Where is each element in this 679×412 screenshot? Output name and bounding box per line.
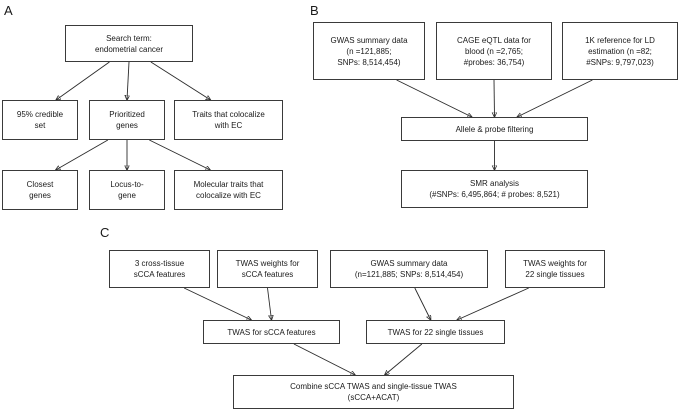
- edge-1kref-to-filtering: [517, 79, 593, 117]
- node-twas-weights-scca-features: TWAS weights for sCCA features: [217, 250, 318, 288]
- node-search-term: Search term: endometrial cancer: [65, 25, 193, 62]
- edge-weights-scca-to-twas-scca: [267, 287, 272, 320]
- node-locus-to-gene: Locus-to- gene: [89, 170, 165, 210]
- node-twas-for-22-single-tissues: TWAS for 22 single tissues: [366, 320, 505, 344]
- node-smr-analysis: SMR analysis (#SNPs: 6,495,864; # probes…: [401, 170, 588, 208]
- node-prioritized-genes: Prioritized genes: [89, 100, 165, 140]
- edge-twas-22-to-combine: [385, 343, 423, 375]
- edge-twas-scca-to-combine: [293, 343, 355, 375]
- node-closest-genes: Closest genes: [2, 170, 78, 210]
- edge-gwas-to-filtering: [396, 79, 472, 117]
- edge-weights-22-to-twas-22: [457, 287, 529, 320]
- node-3-cross-tissue-scca-features: 3 cross-tissue sCCA features: [109, 250, 210, 288]
- node-combine-scca-acat: Combine sCCA TWAS and single-tissue TWAS…: [233, 375, 514, 409]
- panel-label-c: C: [100, 225, 110, 240]
- node-molecular-traits-colocalize: Molecular traits that colocalize with EC: [174, 170, 283, 210]
- node-cage-eqtl-data: CAGE eQTL data for blood (n =2,765; #pro…: [436, 22, 552, 80]
- edge-search-to-prioritized-genes: [127, 61, 129, 100]
- panel-label-b: B: [310, 3, 319, 18]
- edge-gwas-summary-to-twas-22: [414, 287, 431, 320]
- node-twas-weights-22-tissues: TWAS weights for 22 single tissues: [505, 250, 605, 288]
- panel-label-a: A: [4, 3, 13, 18]
- node-95-credible-set: 95% credible set: [2, 100, 78, 140]
- edge-prioritized-to-closest-genes: [56, 139, 109, 170]
- node-gwas-summary-data-c: GWAS summary data (n=121,885; SNPs: 8,51…: [330, 250, 488, 288]
- node-1k-reference-ld: 1K reference for LD estimation (n =82; #…: [562, 22, 678, 80]
- edge-cage-to-filtering: [494, 79, 495, 117]
- node-gwas-summary-data-b: GWAS summary data (n =121,885; SNPs: 8,5…: [313, 22, 425, 80]
- node-allele-probe-filtering: Allele & probe filtering: [401, 117, 588, 141]
- edge-scca-features-to-twas-scca: [183, 287, 251, 320]
- node-twas-for-scca-features: TWAS for sCCA features: [203, 320, 340, 344]
- edge-prioritized-to-molecular-traits: [149, 139, 210, 170]
- node-traits-that-colocalize: Traits that colocalize with EC: [174, 100, 283, 140]
- edge-search-to-traits-coloc: [150, 61, 211, 100]
- edge-search-to-credible-set: [56, 61, 110, 100]
